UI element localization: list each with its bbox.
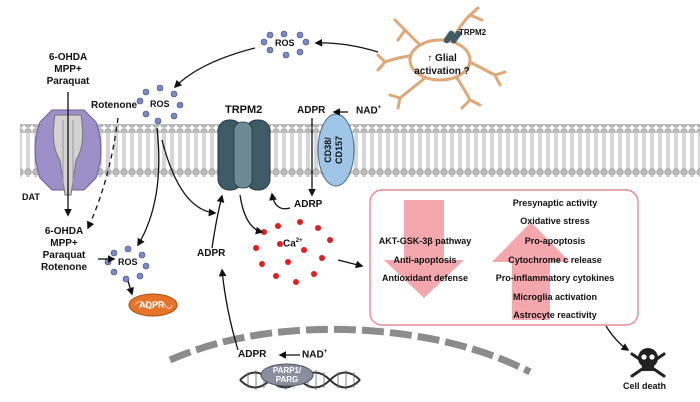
toxin-paraquat: Paraquat bbox=[46, 76, 90, 87]
effect-up-2: Oxidative stress bbox=[520, 216, 590, 226]
ros-mid-label: ROS bbox=[150, 99, 170, 109]
effect-up-6: Microglia activation bbox=[512, 292, 598, 302]
effect-down-2: Anti-apoptosis bbox=[393, 255, 457, 265]
inside-paraquat: Paraquat bbox=[42, 250, 86, 261]
pathway-arrows bbox=[64, 38, 630, 359]
inside-rotenone: Rotenone bbox=[40, 262, 88, 273]
nuclear-envelope bbox=[168, 325, 532, 376]
mito-adpr-label: ADPR bbox=[139, 300, 165, 310]
toxin-mpp: MPP+ bbox=[54, 64, 82, 75]
glial-activation-line2: activation ? bbox=[414, 66, 470, 77]
ros-low-label: ROS bbox=[118, 257, 138, 267]
ros-dots bbox=[104, 30, 310, 283]
cell-membrane bbox=[20, 124, 700, 177]
adpr-nuc-label: ADPR bbox=[238, 349, 267, 360]
trpm2-label: TRPM2 bbox=[225, 104, 263, 116]
cd38-label-line1: CD38/ bbox=[323, 137, 333, 163]
parp-label: PARP1/ bbox=[272, 366, 302, 375]
cd38-label-line2: CD157 bbox=[334, 136, 344, 165]
nad-nuc-label: NAD+ bbox=[302, 349, 328, 361]
up-arrow-shape bbox=[492, 222, 570, 320]
glial-cell bbox=[376, 6, 507, 110]
effect-up-1: Presynaptic activity bbox=[512, 198, 598, 208]
adpr-mid-label: ADPR bbox=[197, 248, 226, 259]
glial-trpm2-label: TRPM2 bbox=[459, 28, 487, 37]
toxin-rotenone: Rotenone bbox=[91, 100, 138, 111]
effect-up-4: Cytochrome c release bbox=[508, 255, 602, 265]
cell-death-label: Cell death bbox=[623, 381, 667, 391]
glial-trpm2-icon bbox=[443, 30, 462, 44]
effect-up-5: Pro-inflammatory cytokines bbox=[495, 273, 615, 283]
inside-mpp: MPP+ bbox=[50, 238, 78, 249]
parg-label: PARG bbox=[275, 375, 299, 384]
toxin-6ohda: 6-OHDA bbox=[48, 52, 88, 63]
nad-top-label: NAD+ bbox=[356, 105, 382, 117]
ros-top-label: ROS bbox=[275, 38, 295, 48]
glial-activation-line1: ↑ Glial bbox=[427, 53, 457, 64]
adpr-top-label: ADPR bbox=[297, 105, 326, 116]
dat-label: DAT bbox=[22, 192, 40, 202]
skull-icon bbox=[630, 348, 666, 378]
cd38-label-wrap: CD38/ CD157 bbox=[323, 126, 344, 174]
glial-soma bbox=[408, 38, 472, 82]
effect-down-1: AKT-GSK-3β pathway bbox=[378, 236, 472, 246]
calcium-label: Ca2+ bbox=[283, 238, 303, 250]
mitochondrion bbox=[128, 293, 178, 317]
trpm2-channel bbox=[217, 119, 271, 191]
parp-parg-enzyme bbox=[260, 363, 314, 387]
effect-up-7: Astrocyte reactivity bbox=[513, 310, 597, 320]
calcium-dots bbox=[253, 219, 333, 285]
adrp-label: ADRP bbox=[294, 199, 323, 210]
inside-6ohda: 6-OHDA bbox=[44, 226, 84, 237]
down-arrow-shape bbox=[384, 200, 464, 298]
effect-up-3: Pro-apoptosis bbox=[524, 236, 586, 246]
effect-down-3: Antioxidant defense bbox=[381, 273, 468, 283]
